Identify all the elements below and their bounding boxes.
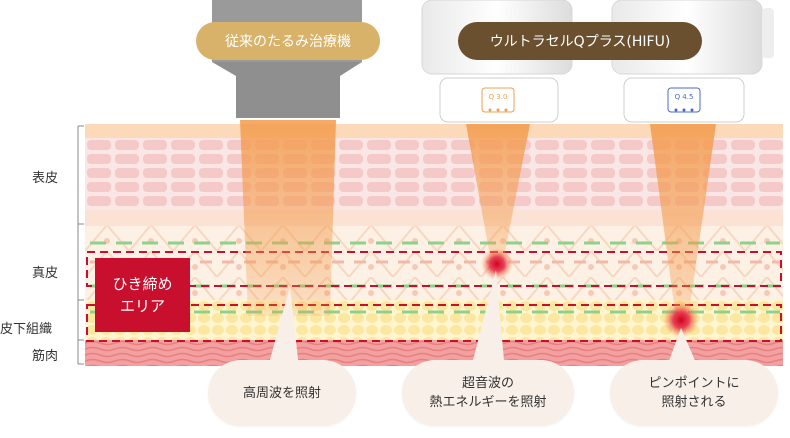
layer-bracket [77,125,84,365]
focal-spot-dermis [481,248,513,280]
callout-hifu-dermis-line2: 熱エネルギーを照射 [429,395,547,410]
ultrasound-beam-a [466,124,530,262]
callout-hifu-dermis-line1: 超音波の [461,376,514,391]
callout-conventional-text: 高周波を照射 [242,385,321,401]
label-dermis: 真皮 [32,266,59,281]
focal-spot-deep [663,302,699,338]
tightening-area-line2: エリア [119,297,165,315]
callout-hifu-dermis: 超音波の 熱エネルギーを照射 [402,360,574,426]
callout-hifu-deep-line2: 照射される [661,395,727,410]
label-epidermis: 表皮 [32,171,59,186]
callout-pointer-hifu-dermis [470,270,505,372]
tightening-area-line1: ひき締め [112,275,173,293]
ultrasound-beam-b [650,124,716,320]
cartridge-label-b: Q 4.5 [675,93,694,101]
label-muscle: 筋肉 [32,349,59,364]
tightening-area-label: ひき締め エリア [95,258,190,332]
label-subcutaneous: 皮下組織 [0,322,53,337]
callout-pointer-conventional [265,286,300,378]
radio-frequency-beam [240,120,336,316]
callout-hifu-deep: ピンポイントに 照射される [610,360,778,426]
callout-hifu-deep-line1: ピンポイントに [648,376,740,391]
hifu-device-label: ウルトラセルQプラス(HIFU) [458,22,702,60]
conventional-device-label: 従来のたるみ治療機 [196,22,380,60]
cartridge-label-a: Q 3.0 [489,93,508,101]
callout-conventional: 高周波を照射 [208,360,356,426]
